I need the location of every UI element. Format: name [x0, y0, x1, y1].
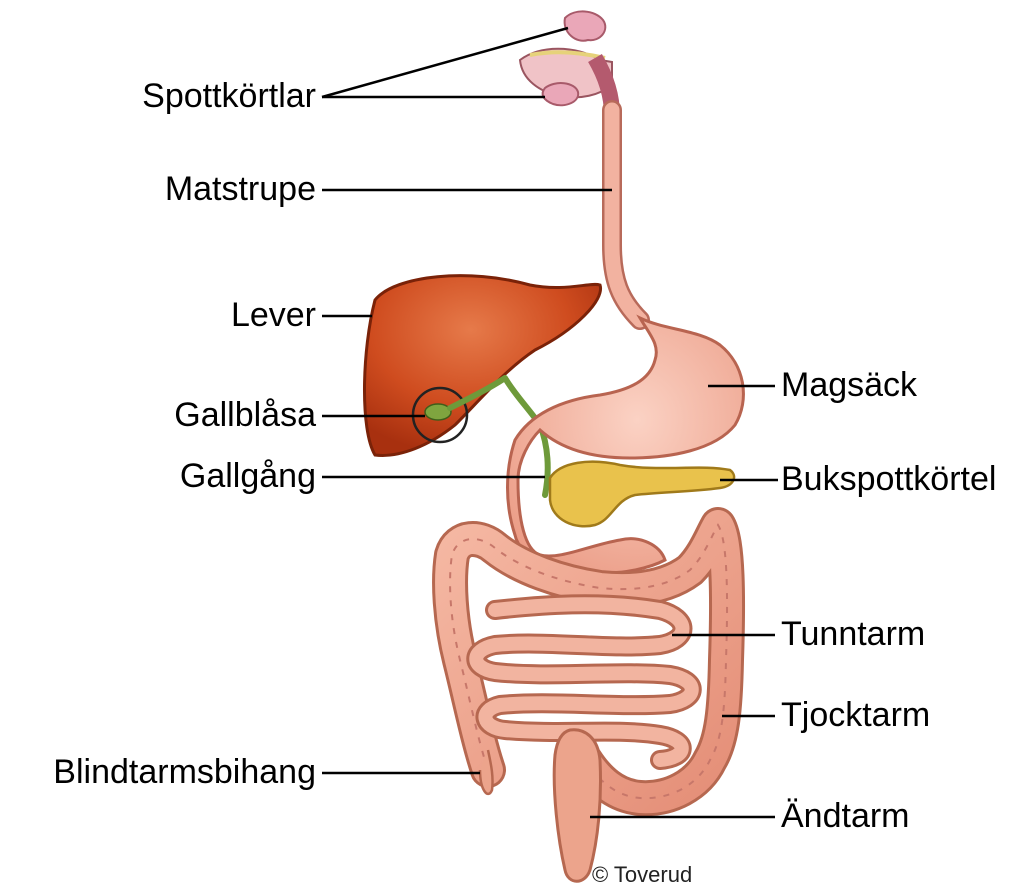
credit-text: © Toverud — [592, 862, 692, 888]
gallbladder — [425, 404, 451, 420]
label-matstrupe: Matstrupe — [60, 169, 316, 209]
label-andtarm: Ändtarm — [781, 796, 910, 836]
label-tunntarm: Tunntarm — [781, 614, 925, 654]
label-gallblasa: Gallblåsa — [60, 395, 316, 435]
label-magsack: Magsäck — [781, 365, 917, 405]
label-spottkortlar: Spottkörtlar — [60, 76, 316, 116]
salivary-glands — [520, 11, 612, 115]
label-lever: Lever — [60, 295, 316, 335]
rectum — [554, 730, 600, 882]
label-gallgang: Gallgång — [60, 456, 316, 496]
label-bukspottkortel: Bukspottkörtel — [781, 459, 996, 499]
label-blindtarmsbihang: Blindtarmsbihang — [0, 752, 316, 792]
label-tjocktarm: Tjocktarm — [781, 695, 930, 735]
